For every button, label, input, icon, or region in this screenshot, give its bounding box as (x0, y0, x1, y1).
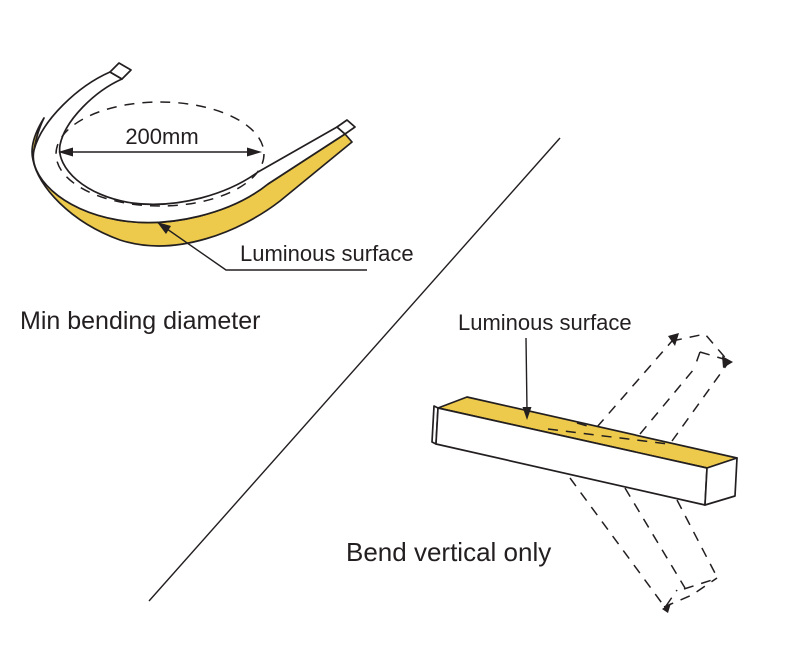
diagonal-separator-line (148, 137, 561, 602)
figure-min-bending-diameter: 200mm Luminous surface Min bending diame… (20, 62, 414, 335)
curved-strip-top-face (32, 71, 346, 224)
luminous-surface-label-2: Luminous surface (458, 310, 632, 335)
bar-right-end-face (704, 457, 738, 506)
bend-diameter-dashed-ellipse (55, 101, 265, 207)
straight-bar (431, 396, 738, 506)
dashed-bent-arm-up (596, 333, 733, 442)
arrowhead-right (247, 147, 262, 157)
dimension-label: 200mm (125, 124, 198, 149)
figure-bend-vertical-only: Luminous surface Bend vertical only (346, 310, 738, 613)
dashed-bent-arm-down (569, 477, 718, 613)
top-face-intersection-dashes (547, 428, 669, 445)
diameter-dimension-arrow (58, 147, 262, 157)
top-face-intersection-dash-2 (576, 422, 592, 428)
figure1-caption: Min bending diameter (20, 307, 260, 335)
leader-arrowhead-1 (157, 222, 171, 234)
motion-arrowhead-up-left (668, 333, 679, 346)
figure2-caption: Bend vertical only (346, 537, 551, 567)
motion-arrowhead-up-right (722, 356, 733, 368)
strip-left-end-cap (109, 62, 132, 80)
luminous-surface-leader-2 (522, 337, 532, 420)
luminous-surface-leader-1 (156, 221, 367, 271)
leader-arrowhead-2 (522, 407, 532, 420)
strip-right-end-cap (336, 119, 356, 135)
luminous-surface-label-1: Luminous surface (240, 241, 414, 266)
arrowhead-left (58, 147, 73, 157)
motion-arrowhead-down (662, 603, 671, 613)
